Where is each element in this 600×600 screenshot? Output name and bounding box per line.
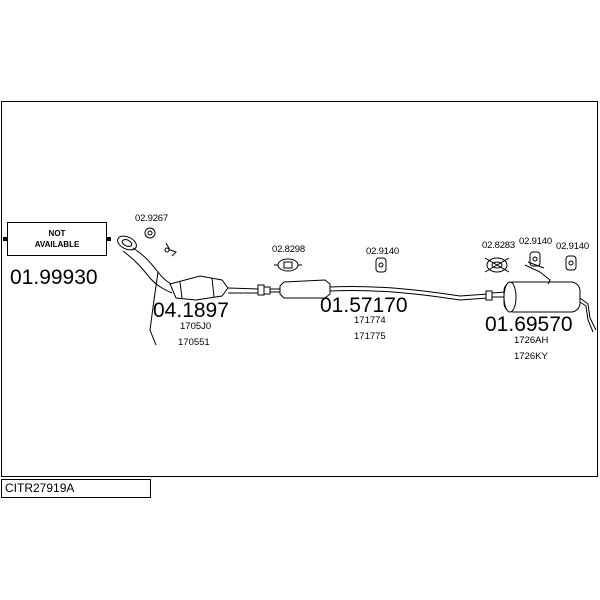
catalyst-body [169,275,271,301]
gasket-02-8283-part [484,257,510,273]
diagram-frame [1,101,598,477]
not-available-box: NOT AVAILABLE [7,222,107,256]
document-code: CITR27919A [1,479,151,498]
middle-silencer-part-number: 01.57170 [320,294,408,317]
clamp-02-8298-part [274,258,302,272]
right-connector-mark [107,237,111,241]
rear-hanger-number-2: 02.9140 [556,241,589,252]
rear-ref-2: 1726KY [514,351,548,362]
middle-hanger-number: 02.9140 [366,246,399,257]
rear-gasket-number: 02.8283 [482,240,515,251]
middle-clamp-number: 02.8298 [272,244,305,255]
not-available-line1: NOT [48,229,66,238]
middle-silencer-body [270,279,493,301]
catalyst-clamp [164,242,177,257]
catalyst-clamp-number: 02.9267 [135,213,168,224]
hanger-02-9140-b-part [565,255,577,271]
front-pipe [117,235,176,346]
rear-hanger-number-1: 02.9140 [519,236,552,247]
catalyst-ref-2: 170551 [178,337,210,348]
rear-hanger-bracket [524,261,551,285]
catalyst-part-number: 04.1897 [153,299,229,322]
middle-ref-1: 171774 [354,315,386,326]
catalyst-ref-1: 1705J0 [180,321,212,332]
hanger-02-9140-a-part [529,251,541,267]
hanger-02-9140-part [375,257,387,273]
middle-ref-2: 171775 [354,331,386,342]
not-available-line2: AVAILABLE [34,240,80,249]
rear-silencer-part-number: 01.69570 [485,313,573,336]
front-part-number: 01.99930 [10,266,98,289]
rear-ref-1: 1726AH [514,335,549,346]
clamp-02-9267-part [144,227,156,239]
left-connector-mark [3,237,7,241]
rear-silencer-body [491,281,597,333]
